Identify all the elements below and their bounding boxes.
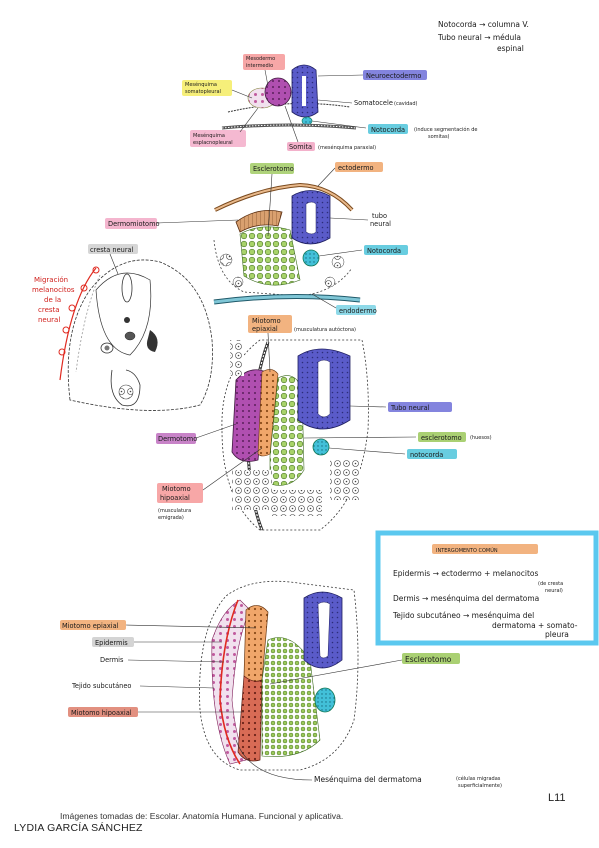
- mes-somatopleural-1: Mesénquima: [185, 81, 217, 88]
- sclerotome-shape-1: [239, 226, 301, 286]
- panel-1-somite: Mesodermo intermedio Mesénquima somatopl…: [182, 54, 477, 151]
- somatocele-note: (cavidad): [394, 101, 418, 107]
- tejido-subcutaneo-label-4: Tejido subcutáneo: [71, 682, 131, 690]
- dermotome-shape: [231, 369, 267, 462]
- ectodermo-label-2: ectodermo: [338, 164, 374, 172]
- migracion-line-3: de la: [44, 296, 61, 304]
- myotome-hipoaxial-shape-4: [237, 675, 263, 762]
- legend-line1-note-2: neural): [545, 588, 563, 594]
- notochord-shape-2: [302, 249, 320, 267]
- top-note-line2: Tubo neural → médula: [437, 33, 521, 42]
- migracion-line-1: Migración: [34, 276, 68, 284]
- tubo-neural-label-2a: tubo: [372, 212, 387, 220]
- notocorda-label-1: Notocorda: [371, 126, 405, 134]
- tubo-neural-label-2b: neural: [370, 220, 391, 228]
- legend-line1-note-1: (de cresta: [538, 581, 563, 587]
- esclerotomo-label-4: Esclerotomo: [405, 655, 452, 664]
- miotomo-hipoaxial-note-3b: emigrada): [158, 515, 184, 521]
- mes-dermatoma-note-4a: (células migradas: [456, 775, 501, 782]
- panel-4-integument: Miotomo epiaxial Epidermis Dermis Tejido…: [60, 580, 502, 789]
- tubo-neural-label-3: Tubo neural: [390, 404, 430, 412]
- notocorda-note-2: somitas): [428, 134, 450, 140]
- notocorda-label-2: Notocorda: [367, 247, 401, 255]
- cresta-neural-label: cresta neural: [90, 246, 134, 254]
- migracion-line-4: cresta: [38, 306, 60, 314]
- top-note-line3: espinal: [497, 44, 524, 53]
- sclerotome-shape-3: [269, 375, 305, 486]
- miotomo-hipoaxial-label-4: Miotomo hipoaxial: [71, 709, 132, 717]
- miotomo-hipoaxial-3a: Miotomo: [162, 485, 191, 493]
- migracion-line-2: melanocitos: [32, 286, 75, 294]
- sclerotome-shape-4: [261, 637, 321, 757]
- miotomo-epiaxial-note-3: (musculatura autóctona): [294, 326, 356, 333]
- dermis-label-4: Dermis: [100, 656, 124, 664]
- migracion-line-5: neural: [38, 316, 60, 324]
- legend-box: INTERGOMENTO COMÚN Epidermis → ectodermo…: [375, 530, 599, 646]
- legend-line5: pleura: [545, 630, 569, 639]
- endodermo-label-2: endodermo: [339, 307, 377, 315]
- esclerotomo-label-3: esclerotomo: [421, 434, 462, 442]
- notochord-shape-4: [314, 687, 336, 713]
- mes-esplacnopleural-2: esplacnopleural: [193, 140, 233, 146]
- page-number: L11: [548, 792, 566, 804]
- miotomo-hipoaxial-3b: hipoaxial: [160, 494, 190, 502]
- esclerotomo-note-3: (huesos): [470, 435, 492, 441]
- miotomo-hipoaxial-note-3a: (musculatura: [158, 508, 191, 514]
- mesodermo-intermedio-2: intermedio: [246, 63, 273, 69]
- legend-line1: Epidermis → ectodermo + melanocitos: [393, 569, 538, 578]
- dermotomo-label: Dermotomo: [158, 435, 197, 443]
- miotomo-epiaxial-label-4: Miotomo epiaxial: [62, 622, 119, 630]
- notochord-shape-3: [312, 438, 330, 456]
- epidermis-label-4: Epidermis: [95, 639, 128, 647]
- mes-dermatoma-label-4: Mesénquima del dermatoma: [314, 775, 422, 784]
- somita-note: (mesénquima paraxial): [318, 144, 376, 151]
- mes-dermatoma-note-4b: superficialmente): [458, 783, 502, 789]
- legend-line2: Dermis → mesénquima del dermatoma: [393, 594, 539, 603]
- mes-somatopleural-2: somatopleural: [185, 89, 221, 95]
- dermomyotome-shape: [235, 209, 283, 233]
- source-credit: Imágenes tomadas de: Escolar. Anatomía H…: [60, 811, 344, 821]
- somite-shape: [264, 77, 292, 107]
- panel-3-myotome: Miotomo epiaxial (musculatura autóctona)…: [156, 315, 492, 531]
- mesodermo-intermedio-1: Mesodermo: [246, 56, 275, 62]
- legend-line4: dermatoma + somato-: [492, 621, 578, 630]
- neuroectodermo-label: Neuroectodermo: [366, 72, 421, 80]
- legend-line3: Tejido subcutáneo → mesénquima del: [392, 611, 534, 620]
- esclerotomo-label-2: Esclerotomo: [253, 165, 294, 173]
- miotomo-epiaxial-3b: epiaxial: [252, 325, 278, 333]
- dermis-shape: [211, 599, 251, 765]
- top-note-line1: Notocorda → columna V.: [438, 20, 529, 29]
- somatocele-label: Somatocele: [354, 99, 393, 107]
- mes-esplacnopleural-1: Mesénquima: [193, 132, 225, 139]
- panel-2-dermomyotome: Esclerotomo ectodermo Dermomiotomo tubo …: [105, 162, 408, 315]
- dermomiotomo-label: Dermomiotomo: [108, 220, 160, 228]
- author-name: LYDIA GARCÍA SÁNCHEZ: [14, 822, 143, 834]
- somita-label: Somita: [289, 143, 312, 151]
- miotomo-epiaxial-3a: Miotomo: [252, 317, 281, 325]
- legend-title: INTERGOMENTO COMÚN: [436, 547, 498, 554]
- panel-cresta-neural: cresta neural Migración melanocitos de l…: [32, 244, 213, 411]
- notocorda-label-3: notocorda: [410, 451, 443, 459]
- notocorda-note-1: (induce segmentación de: [414, 126, 477, 133]
- top-note: Notocorda → columna V. Tubo neural → méd…: [437, 20, 529, 53]
